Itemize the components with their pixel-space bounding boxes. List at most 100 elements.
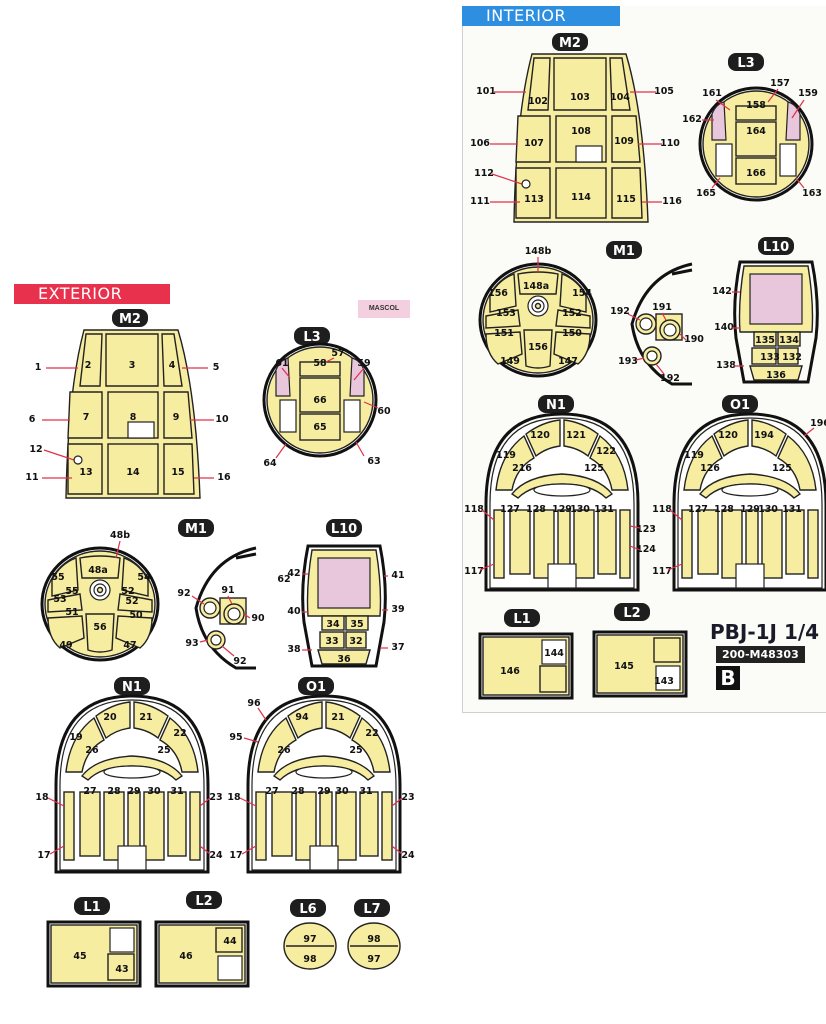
- part-number-label: 164: [746, 126, 766, 137]
- part-number-label: 52: [121, 586, 134, 597]
- mask-piece: [271, 791, 293, 857]
- mask-piece: [515, 167, 551, 219]
- part-number-label: 28: [291, 786, 305, 797]
- part-number-label: 55: [65, 586, 78, 597]
- part-number-label: 127: [500, 504, 520, 515]
- callout-label: 41: [391, 570, 404, 581]
- mask-piece: [47, 593, 83, 613]
- callout-label: 124: [636, 544, 656, 555]
- mask-piece: [115, 615, 153, 649]
- mask-piece: [533, 509, 555, 579]
- callout-label: 64: [263, 458, 277, 469]
- mask-piece: [525, 419, 561, 458]
- part-number-label: 31: [359, 786, 372, 797]
- mask-piece: [559, 273, 587, 313]
- mask-piece: [751, 419, 787, 458]
- part-number-label: 30: [335, 786, 349, 797]
- leader-line: [627, 313, 641, 321]
- sheet-badge: L3: [728, 53, 764, 71]
- turret-frame: [301, 544, 387, 668]
- badge-background: [74, 897, 110, 915]
- badge-label: O1: [730, 398, 750, 413]
- part-number-label: 143: [654, 676, 674, 687]
- side-glass-left: [275, 357, 291, 397]
- badge-background: [186, 891, 222, 909]
- mask-piece: [51, 557, 79, 597]
- ring-inner: [646, 350, 658, 362]
- callout-label: 5: [213, 362, 220, 373]
- panel-frame: [592, 630, 688, 698]
- side-glass-left: [711, 101, 727, 141]
- mask-piece: [215, 927, 243, 953]
- callout-label: 110: [660, 138, 680, 149]
- mask-piece: [527, 57, 551, 111]
- callout-label: 24: [209, 850, 223, 861]
- callout-label: 62: [277, 574, 290, 585]
- sheet-badge: L1: [504, 609, 540, 627]
- callout-label: 140: [714, 322, 734, 333]
- mask-piece: [555, 167, 607, 219]
- callout-label: 60: [377, 406, 391, 417]
- callout-label: 10: [215, 414, 229, 425]
- badge-background: [290, 899, 326, 917]
- part-number-label: 108: [571, 126, 591, 137]
- mask-piece: [517, 271, 559, 295]
- leader-line: [803, 427, 815, 437]
- mask-piece: [189, 791, 201, 861]
- part-number-label: 103: [570, 92, 590, 103]
- callout-label: 193: [618, 356, 638, 367]
- mask-piece: [105, 333, 159, 387]
- part-number-label: 135: [755, 335, 775, 346]
- part-number-label: 128: [714, 504, 734, 515]
- part-number-label: 29: [317, 786, 330, 797]
- part-number-label: 4: [169, 360, 176, 371]
- sheet-badge: M1: [606, 241, 642, 259]
- blank-bottom: [735, 563, 765, 589]
- part-number-label: 13: [79, 467, 92, 478]
- part-number-label: 120: [718, 430, 738, 441]
- part-number-label: 119: [496, 450, 516, 461]
- callout-label: 16: [217, 472, 231, 483]
- mask-piece: [381, 791, 393, 861]
- badge-label: N1: [122, 680, 142, 695]
- mask-piece: [163, 443, 195, 495]
- leader-line: [325, 357, 335, 363]
- leader-line: [241, 845, 257, 855]
- part-number-label: 7: [83, 412, 90, 423]
- mask-piece: [143, 791, 165, 861]
- sheet-badge: L7: [354, 899, 390, 917]
- badge-label: O1: [306, 680, 326, 695]
- mask-piece: [47, 615, 85, 649]
- leader-line: [239, 797, 257, 807]
- callout-label: 23: [209, 792, 222, 803]
- ring-inner: [227, 607, 241, 621]
- ring-inner: [663, 323, 677, 337]
- mask-piece: [321, 615, 345, 631]
- callout-label: 196: [810, 418, 826, 429]
- clear-window: [749, 273, 803, 325]
- mask-piece: [299, 377, 341, 413]
- part-number-label: 54: [137, 572, 151, 583]
- badge-label: N1: [546, 398, 566, 413]
- panel-frame: [478, 632, 574, 700]
- mask-piece: [681, 509, 693, 579]
- callout-label: 1: [35, 362, 42, 373]
- canopy-frame: [672, 412, 826, 592]
- part-number-label: 128: [526, 504, 546, 515]
- turret-frame: [733, 260, 819, 384]
- blank-box: [109, 927, 135, 953]
- part-number-label: 49: [59, 640, 72, 651]
- leader-line: [715, 99, 731, 111]
- mask-piece: [85, 613, 115, 653]
- part-number-label: 46: [179, 951, 193, 962]
- badge-background: [606, 241, 642, 259]
- callout-label: 191: [652, 302, 672, 313]
- mask-piece: [257, 716, 297, 773]
- part-number-label: 8: [130, 412, 137, 423]
- callout-label: 61: [275, 358, 288, 369]
- part-number-label: 36: [337, 654, 351, 665]
- mask-piece: [619, 509, 631, 579]
